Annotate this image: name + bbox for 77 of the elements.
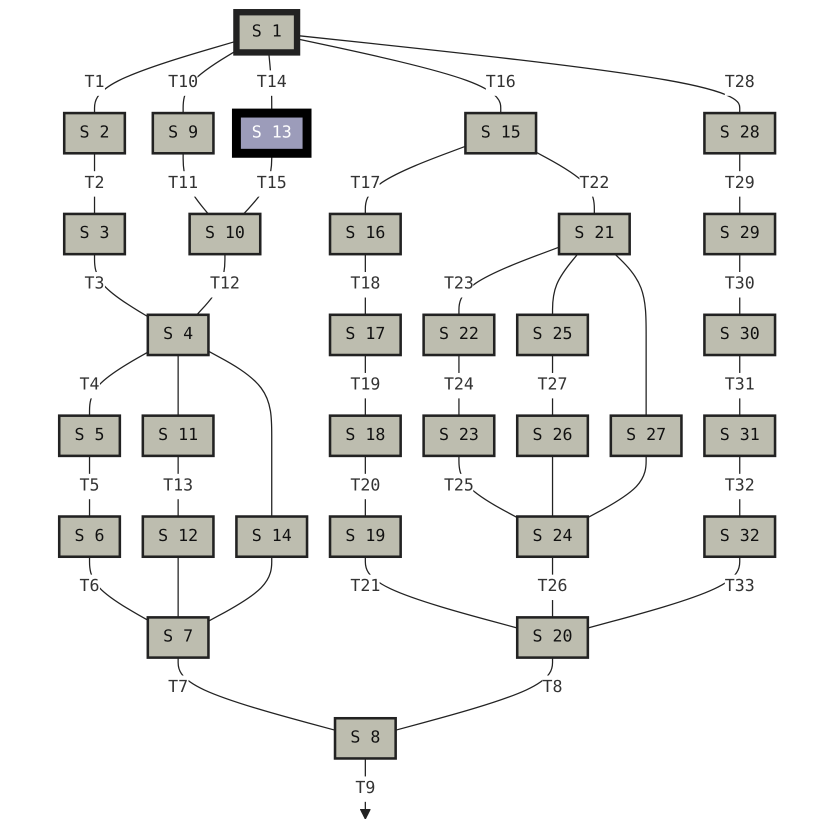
node-box: S 16 — [328, 212, 402, 256]
edge-label: T33 — [724, 577, 755, 596]
connector — [177, 355, 179, 416]
edge-label: T22 — [579, 174, 610, 193]
connector — [552, 254, 578, 315]
node-box: S 3 — [62, 212, 126, 256]
edge-label: T1 — [84, 72, 104, 92]
edge-label: T3 — [84, 274, 104, 294]
edge-label: T12 — [210, 274, 240, 294]
edge-label: T17 — [350, 174, 380, 193]
connector — [208, 556, 272, 622]
edge-label: T18 — [350, 274, 380, 294]
node-box: S 30 — [703, 314, 776, 356]
edge-label: T2 — [84, 174, 104, 193]
edge-label: T7 — [168, 678, 188, 698]
connector — [395, 658, 554, 731]
node-box: S 8 — [334, 716, 397, 760]
connector — [552, 456, 554, 517]
edge-label: T13 — [163, 476, 193, 496]
node-box: S 20 — [516, 616, 589, 659]
node-box: S 28 — [703, 112, 776, 155]
edge-label: T10 — [168, 72, 198, 92]
edge-label: T6 — [79, 577, 100, 596]
edge-label: T30 — [724, 274, 755, 294]
node-box: S 12 — [141, 515, 215, 558]
edge-label: T26 — [537, 577, 568, 596]
node-box: S 2 — [62, 112, 126, 155]
edge-label: T9 — [355, 778, 376, 798]
node-box: S 6 — [58, 515, 121, 558]
edge-label: T27 — [537, 375, 568, 395]
edge-label: T11 — [168, 174, 198, 193]
connector — [588, 556, 740, 629]
node-box: S 4 — [146, 314, 210, 356]
node-box: S 31 — [703, 414, 776, 458]
edge-label: T8 — [542, 678, 562, 698]
edge-label: T19 — [350, 375, 380, 395]
edge-label: T29 — [724, 174, 755, 193]
node-box: S 19 — [328, 515, 402, 558]
node-box: S 5 — [58, 414, 121, 458]
node-box: S 25 — [516, 314, 589, 356]
node-box: S 27 — [609, 414, 683, 458]
edge-label: T23 — [444, 274, 474, 294]
node-box: S 23 — [422, 414, 496, 458]
edge-label: T15 — [256, 174, 287, 193]
node-box: S 7 — [146, 616, 210, 659]
edge-label: T14 — [256, 72, 287, 92]
connector — [177, 658, 336, 731]
node-box: S 9 — [151, 112, 215, 155]
node-box: S 1 — [233, 9, 300, 56]
connector — [587, 456, 647, 518]
edge-label: T4 — [79, 375, 100, 395]
node-box: S 18 — [328, 414, 402, 458]
node-box: S 11 — [141, 414, 215, 458]
node-box: S 14 — [235, 515, 308, 558]
connector — [177, 556, 179, 618]
node-box: S 22 — [422, 314, 496, 356]
node-box: S 32 — [703, 515, 776, 558]
node-box: S 15 — [464, 112, 538, 155]
connector — [208, 350, 272, 517]
connector — [364, 556, 518, 629]
node-box: S 24 — [516, 515, 589, 558]
edge-label: T31 — [724, 375, 755, 395]
edge-label: T25 — [444, 476, 474, 496]
node-box: S 10 — [188, 212, 262, 256]
edge-label: T21 — [350, 577, 380, 596]
edge-label: T32 — [724, 476, 755, 496]
connector — [614, 254, 647, 416]
edge-label: T5 — [79, 476, 100, 496]
node-box: S 17 — [328, 314, 402, 356]
node-box: S 21 — [558, 212, 631, 256]
edge-label: T28 — [724, 72, 755, 92]
node-box: S 13 — [232, 108, 312, 158]
edge-label: T24 — [444, 375, 474, 395]
edge-label: T16 — [486, 72, 516, 92]
node-box: S 26 — [516, 414, 589, 458]
node-box: S 29 — [703, 212, 776, 256]
edge-label: T20 — [350, 476, 380, 496]
